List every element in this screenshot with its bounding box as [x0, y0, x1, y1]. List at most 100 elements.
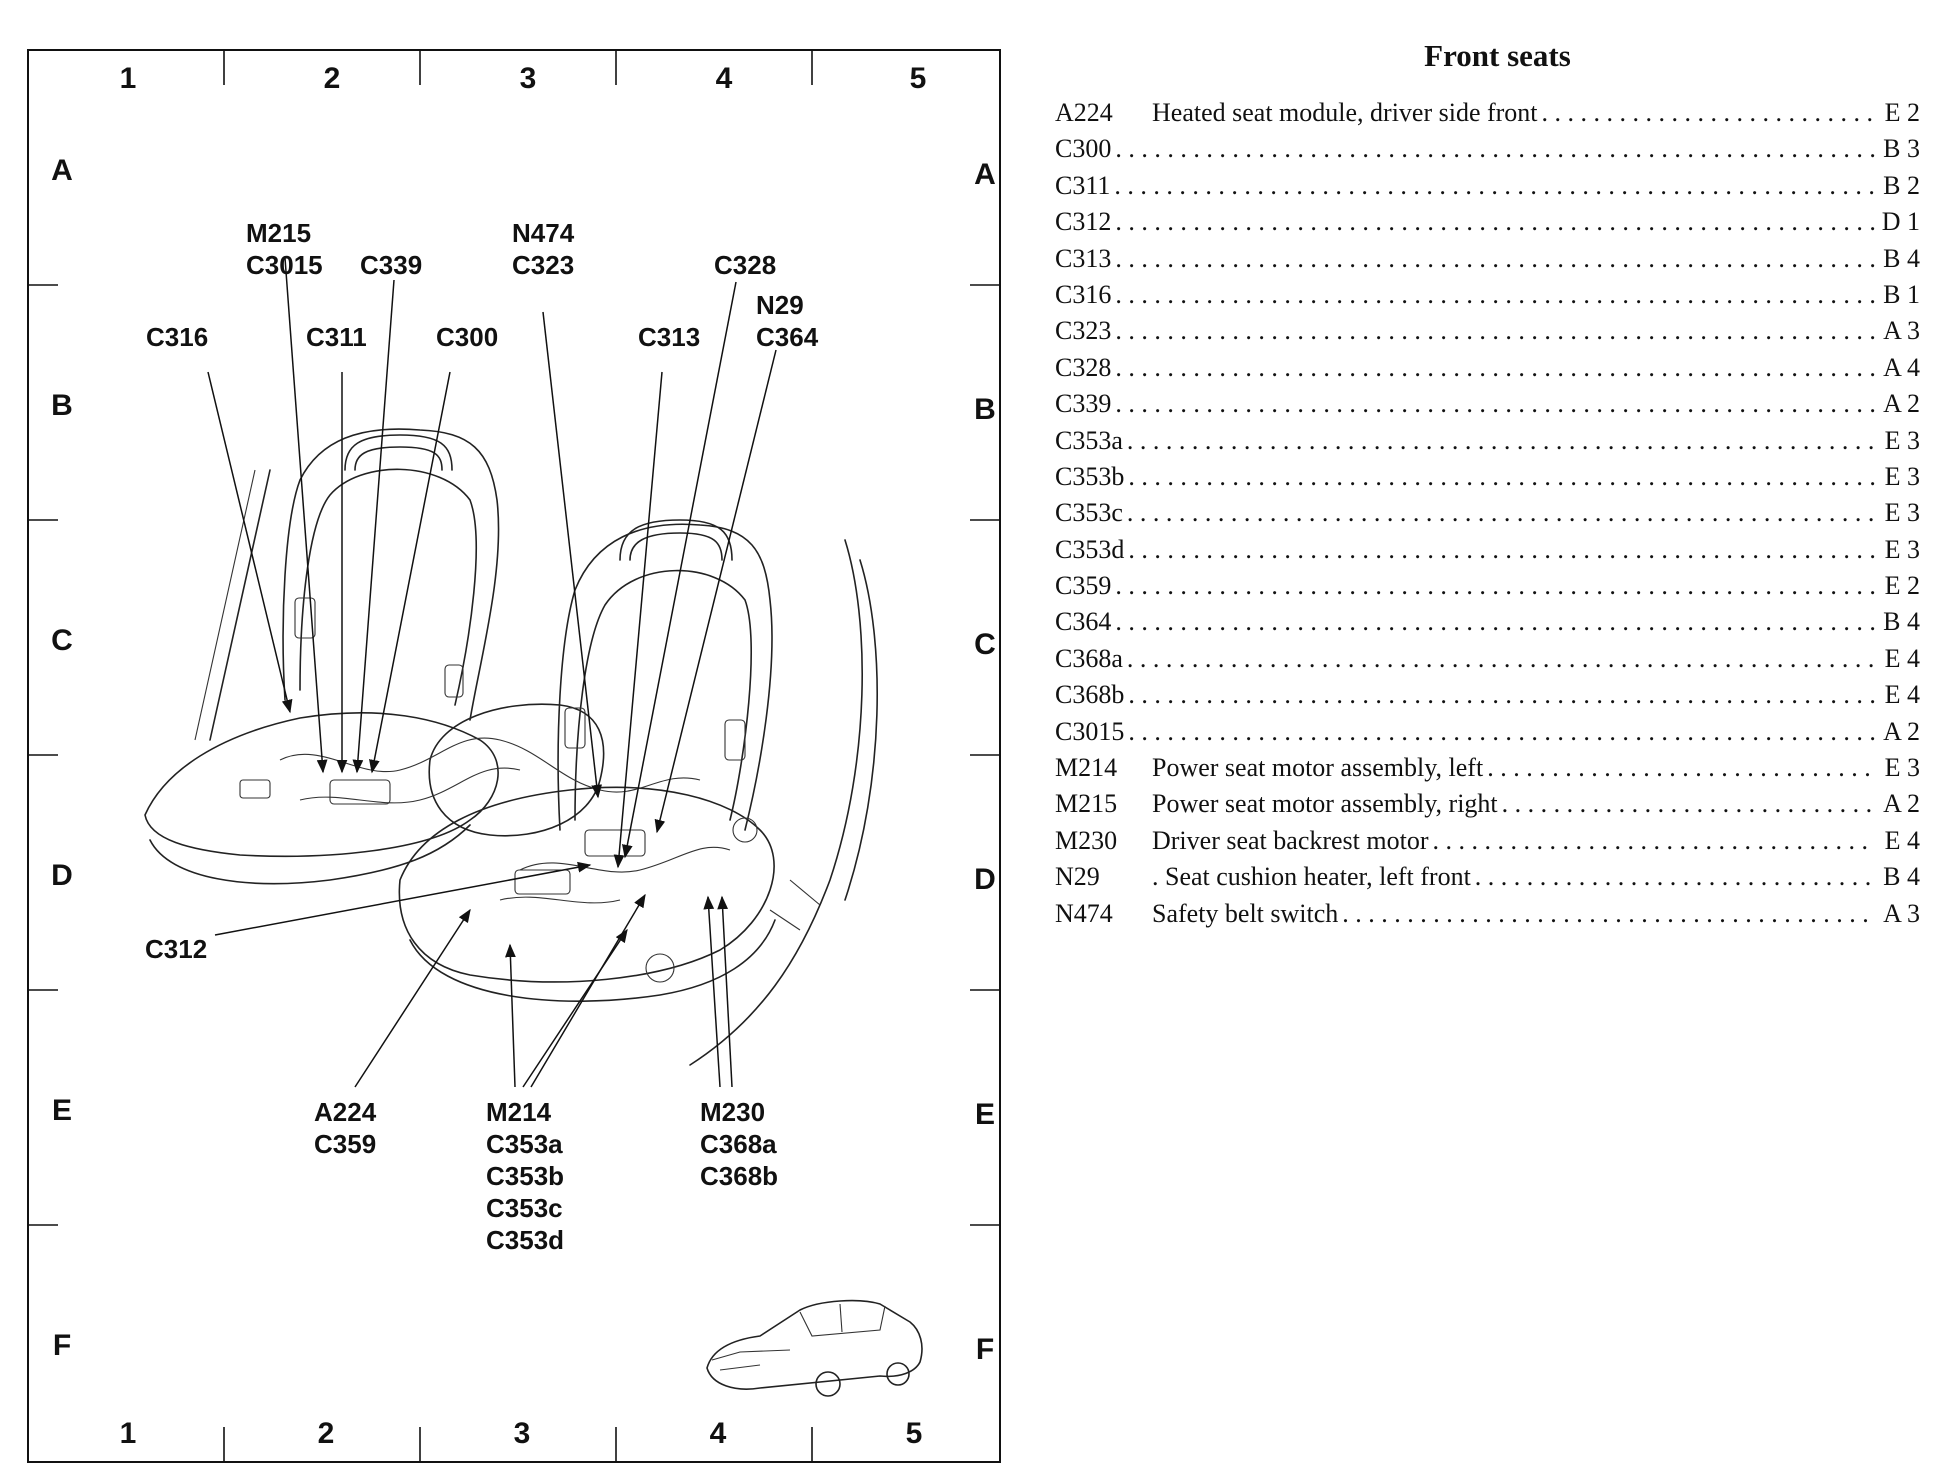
legend-row: C359 E 2 — [1055, 571, 1920, 607]
legend-row: C3015A 2 — [1055, 717, 1920, 753]
callout-c353d: C353d — [486, 1225, 564, 1255]
legend-code: C316 — [1055, 279, 1112, 309]
col-label-top-3: 3 — [520, 62, 537, 95]
legend-row: C312D 1 — [1055, 207, 1920, 243]
legend-leader-dots — [1115, 207, 1876, 237]
legend-leader-dots — [1115, 316, 1876, 346]
leader-c339 — [352, 279, 395, 774]
leader-m214-a — [505, 943, 516, 1088]
legend-leader-dots — [1128, 717, 1876, 747]
leader-c313 — [613, 371, 663, 869]
legend-code: A224 — [1055, 98, 1113, 127]
legend-leader-dots — [1127, 426, 1876, 456]
legend-leader-dots — [1115, 571, 1876, 601]
callout-c300: C300 — [436, 322, 498, 352]
legend-code: C311 — [1055, 170, 1111, 200]
col-label-bottom-2: 2 — [318, 1417, 335, 1450]
legend-row: C353bE 3 — [1055, 462, 1920, 498]
legend-code: M215 — [1055, 789, 1118, 819]
legend-leader-dots — [1128, 680, 1876, 710]
legend-description: Power seat motor assembly, left — [1152, 753, 1484, 783]
legend-leader-dots — [1115, 244, 1876, 274]
leader-m215 — [284, 257, 328, 774]
legend-description: . Seat cushion heater, left front — [1152, 862, 1471, 892]
legend-grid-location: A 3 — [1883, 898, 1920, 928]
legend-leader-dots — [1475, 862, 1876, 892]
legend-leader-dots — [1115, 280, 1876, 310]
legend-leader-dots — [1128, 462, 1876, 492]
callout-c353a: C353a — [486, 1129, 563, 1159]
callout-c316: C316 — [146, 322, 208, 352]
legend-leader-dots — [1502, 789, 1876, 819]
leader-m230-a — [703, 895, 721, 1088]
row-label-right-b: B — [974, 393, 996, 426]
legend-leader-dots — [1128, 535, 1876, 565]
legend-grid-location: E 2 — [1884, 98, 1920, 127]
row-label-left-f: F — [53, 1329, 71, 1362]
legend-grid-location: B 2 — [1883, 170, 1920, 200]
legend-code: C353c — [1055, 498, 1123, 528]
legend-row: N29. Seat cushion heater, left frontB 4 — [1055, 862, 1920, 898]
car-thumbnail-icon — [706, 1299, 923, 1397]
legend-grid-location: B 4 — [1883, 607, 1920, 637]
row-label-right-c: C — [974, 628, 996, 661]
row-label-right-d: D — [974, 863, 996, 896]
legend-grid-location: A 2 — [1883, 389, 1920, 419]
callout-c3015: C3015 — [246, 250, 323, 280]
col-label-top-5: 5 — [910, 62, 927, 95]
callout-c339: C339 — [360, 250, 422, 280]
legend-leader-dots — [1342, 899, 1876, 929]
legend-grid-location: E 2 — [1884, 571, 1920, 601]
legend-leader-dots — [1115, 353, 1876, 383]
col-label-bottom-5: 5 — [906, 1417, 923, 1450]
callout-m214: M214 — [486, 1097, 552, 1127]
legend-leader-dots — [1114, 171, 1876, 201]
legend-leader-dots — [1487, 753, 1876, 783]
leader-c312 — [214, 861, 592, 936]
callout-c359: C359 — [314, 1129, 376, 1159]
leader-m214-c — [530, 893, 646, 1088]
legend-grid-location: A 3 — [1883, 316, 1920, 346]
callout-c328: C328 — [714, 250, 776, 280]
legend-code: C359 — [1055, 571, 1112, 601]
callout-c313: C313 — [638, 322, 700, 352]
grid-ticks — [28, 50, 1000, 1462]
legend-row: C313B 4 — [1055, 244, 1920, 280]
legend-title: Front seats — [1424, 38, 1571, 73]
callout-a224: A224 — [314, 1097, 377, 1127]
callout-c368a: C368a — [700, 1129, 777, 1159]
legend-list: A224 Heated seat module, driver side fron… — [1055, 98, 1920, 935]
legend-grid-location: E 3 — [1884, 534, 1920, 564]
legend-leader-dots — [1115, 389, 1876, 419]
callout-c364: C364 — [756, 322, 819, 352]
legend-grid-location: E 4 — [1884, 643, 1920, 673]
legend-grid-location: B 3 — [1883, 134, 1920, 164]
row-label-left-a: A — [51, 154, 73, 187]
leader-c316 — [207, 371, 293, 714]
leader-c300 — [369, 371, 451, 774]
legend-grid-location: E 3 — [1884, 425, 1920, 455]
callout-c353b: C353b — [486, 1161, 564, 1191]
legend-leader-dots — [1127, 498, 1876, 528]
row-label-left-d: D — [51, 859, 73, 892]
callout-c368b: C368b — [700, 1161, 778, 1191]
leader-a224 — [354, 908, 471, 1088]
legend-code: N29 — [1055, 862, 1100, 892]
legend-code: C300 — [1055, 134, 1112, 164]
col-label-bottom-1: 1 — [120, 1417, 137, 1450]
legend-leader-dots — [1127, 644, 1876, 674]
legend-code: M230 — [1055, 825, 1118, 855]
legend-leader-dots — [1115, 134, 1876, 164]
legend-code: N474 — [1055, 898, 1113, 928]
legend-code: C368a — [1055, 643, 1123, 673]
legend-description: Heated seat module, driver side front — [1152, 98, 1538, 127]
leader-c323 — [542, 311, 602, 799]
callout-m230: M230 — [700, 1097, 765, 1127]
diagram-frame — [27, 49, 1001, 1463]
callout-c311: C311 — [306, 322, 367, 352]
legend-row: C300 B 3 — [1055, 134, 1920, 170]
callout-c312: C312 — [145, 934, 207, 964]
